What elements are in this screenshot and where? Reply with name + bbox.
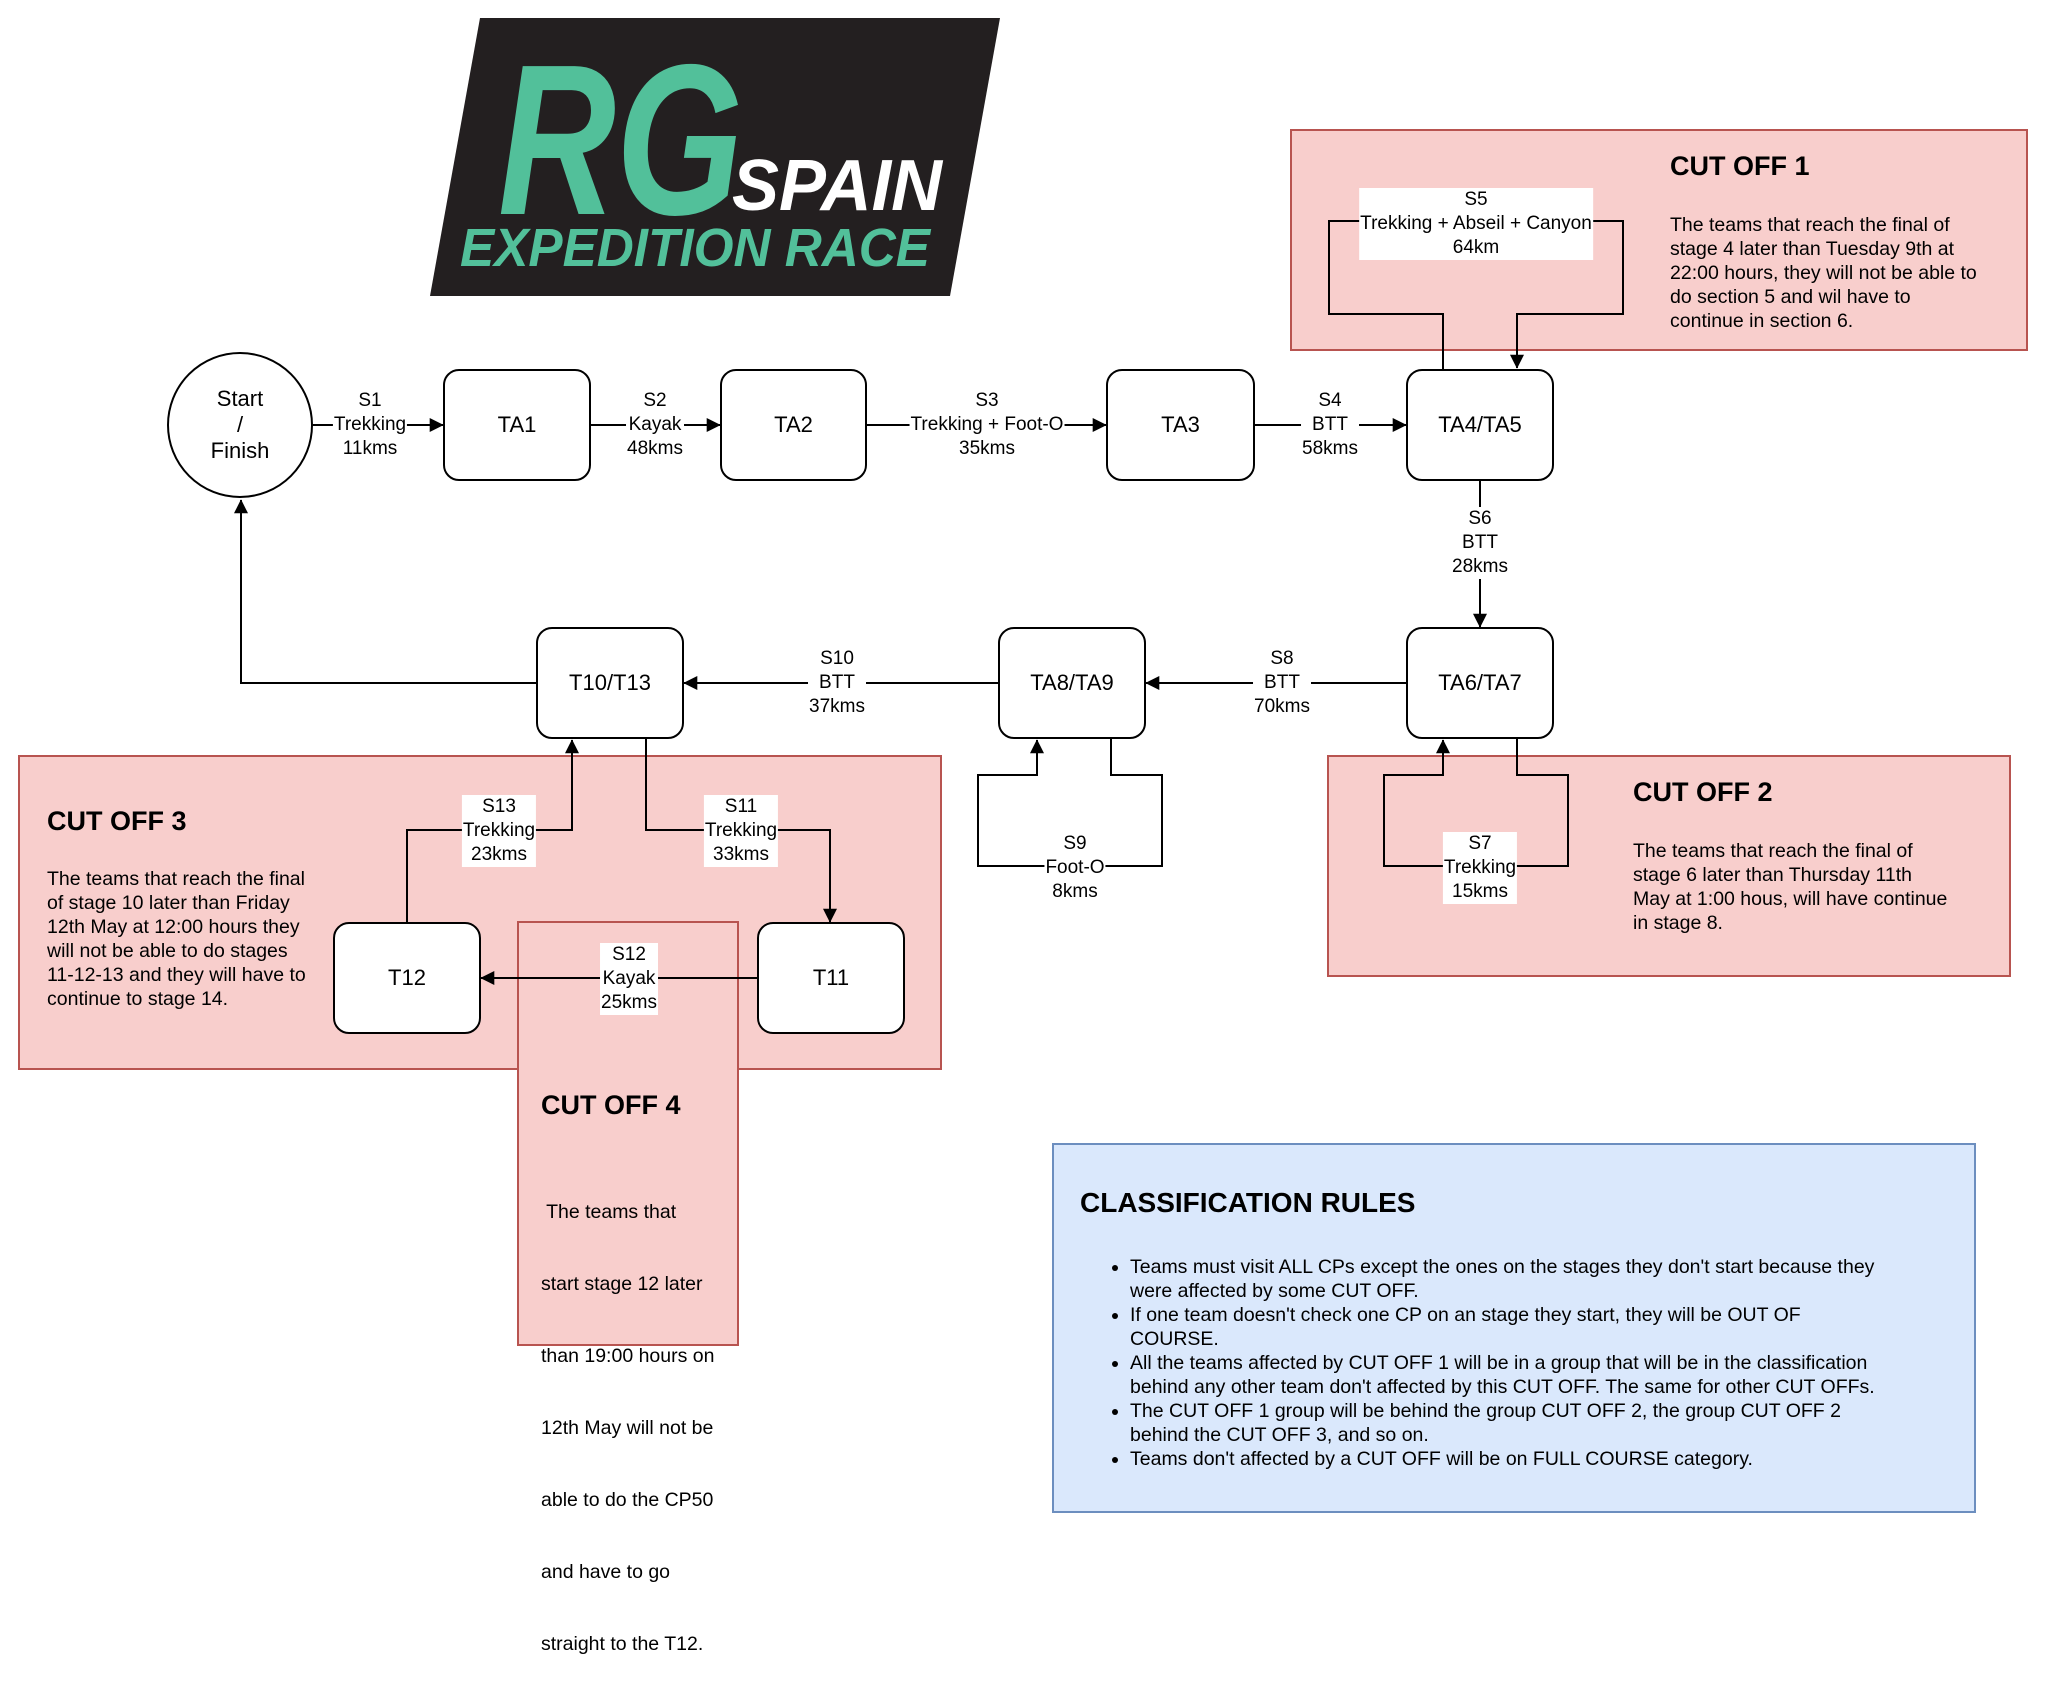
cutoff-2-text: The teams that reach the final of stage … [1633,840,1948,934]
classification-rules-title: CLASSIFICATION RULES [1080,1187,1416,1218]
edge-finish [234,499,536,684]
node-t12: T12 [333,922,481,1034]
classification-rules-box: CLASSIFICATION RULES Teams must visit AL… [1052,1143,1976,1513]
node-ta8-ta9: TA8/TA9 [998,627,1146,739]
classification-rules-list: Teams must visit ALL CPs except the ones… [1104,1255,1980,1471]
rule-item: Teams must visit ALL CPs except the ones… [1130,1255,1980,1303]
rule-item: The CUT OFF 1 group will be behind the g… [1130,1399,1980,1447]
cutoff-4-title: CUT OFF 4 [541,1090,681,1120]
cutoff-2-title: CUT OFF 2 [1633,777,1773,807]
rule-item: If one team doesn't check one CP on an s… [1130,1303,1980,1351]
node-ta2: TA2 [720,369,867,481]
logo-tagline: EXPEDITION RACE [460,218,932,278]
node-ta6-ta7: TA6/TA7 [1406,627,1554,739]
logo-word: SPAIN [732,146,944,226]
rule-item: Teams don't affected by a CUT OFF will b… [1130,1447,1980,1471]
node-t11: T11 [757,922,905,1034]
node-ta1: TA1 [443,369,591,481]
logo-background [430,18,1000,296]
rg-spain-logo: RG SPAIN EXPEDITION RACE [430,18,1000,296]
cutoff-3-title: CUT OFF 3 [47,806,187,836]
cutoff-1-title: CUT OFF 1 [1670,151,1810,181]
cutoff-1-text: The teams that reach the final of stage … [1670,214,1977,332]
rule-item: All the teams affected by CUT OFF 1 will… [1130,1351,1980,1399]
logo-mark: RG [498,19,743,260]
node-ta4-ta5: TA4/TA5 [1406,369,1554,481]
node-start-finish: Start / Finish [167,352,313,498]
node-t10-t13: T10/T13 [536,627,684,739]
cutoff-3-text: The teams that reach the final of stage … [47,868,306,1010]
node-ta3: TA3 [1106,369,1255,481]
